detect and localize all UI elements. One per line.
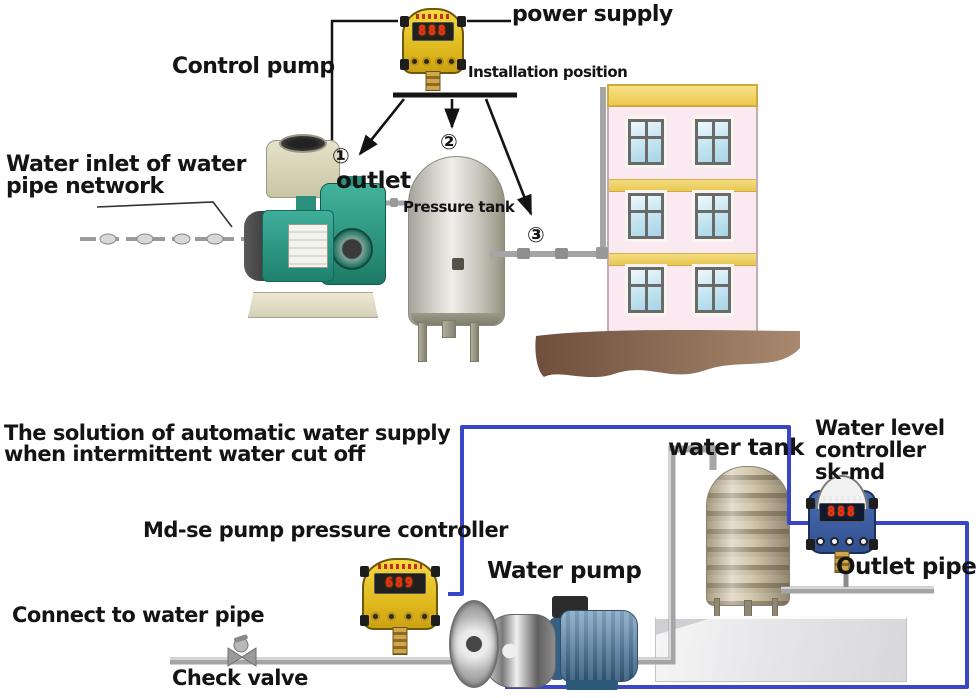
pipe-fitting bbox=[555, 248, 568, 259]
power-supply-label: power supply bbox=[512, 2, 673, 27]
check-valve bbox=[227, 634, 257, 667]
water-inlet-label-line2: pipe network bbox=[6, 174, 164, 199]
water-level-label-line1: Water level bbox=[815, 416, 945, 440]
motor-nameplate bbox=[288, 224, 328, 268]
marker-1: ① bbox=[332, 144, 350, 168]
floor-divider bbox=[609, 179, 756, 192]
pressure-tank bbox=[408, 156, 505, 326]
pipe-joint bbox=[206, 233, 224, 245]
bottom-title-line2: when intermittent water cut off bbox=[4, 442, 365, 466]
control-pump-label: Control pump bbox=[172, 54, 335, 79]
pump-base bbox=[248, 292, 378, 318]
pressure-controller-top: 888 bbox=[400, 8, 466, 92]
pipe-fitting bbox=[517, 248, 530, 259]
outlet-label: outlet bbox=[336, 168, 411, 194]
water-tank bbox=[706, 466, 790, 606]
connect-water-pipe-label: Connect to water pipe bbox=[12, 603, 265, 627]
marker-3: ③ bbox=[527, 223, 545, 247]
water-pump-label: Water pump bbox=[487, 558, 642, 584]
tank-leg bbox=[470, 322, 479, 362]
digital-display: 888 bbox=[412, 21, 454, 41]
pump-inlet-boss bbox=[331, 228, 373, 270]
display-digits: 689 bbox=[385, 575, 415, 591]
pump-motor bbox=[262, 210, 334, 282]
tank-leg bbox=[418, 322, 427, 362]
window bbox=[695, 119, 731, 165]
water-inlet-label-line1: Water inlet of water bbox=[6, 152, 246, 177]
marker-2: ② bbox=[440, 130, 458, 154]
controller-brand-strip bbox=[415, 13, 451, 19]
pointer-line bbox=[96, 201, 233, 228]
pipe-joint bbox=[99, 233, 117, 245]
check-valve-label: Check valve bbox=[172, 666, 308, 690]
tank-label-chip bbox=[452, 258, 464, 270]
floor-divider bbox=[609, 253, 756, 266]
control-pump-unit bbox=[236, 136, 396, 322]
water-pump-unit bbox=[446, 592, 638, 694]
window bbox=[628, 193, 664, 239]
brass-fitting bbox=[425, 71, 441, 92]
motor-foot bbox=[566, 680, 618, 690]
suction-flange bbox=[449, 600, 499, 688]
installation-position-label: Installation position bbox=[468, 63, 628, 81]
building bbox=[607, 84, 758, 346]
controller-buttons bbox=[371, 612, 429, 622]
water-level-label-line2: controller bbox=[815, 438, 926, 462]
tank-leg bbox=[442, 320, 456, 338]
controller-buttons bbox=[816, 537, 868, 546]
window bbox=[628, 267, 664, 313]
digital-display: 888 bbox=[818, 503, 866, 522]
water-tank-label: water tank bbox=[668, 435, 804, 461]
window bbox=[695, 193, 731, 239]
outlet-pipe-label: Outlet pipe bbox=[836, 554, 977, 580]
display-digits: 888 bbox=[418, 23, 448, 39]
window bbox=[695, 267, 731, 313]
water-level-label-line3: sk-md bbox=[815, 460, 885, 484]
md-se-pressure-controller: 689 bbox=[360, 558, 440, 656]
water-level-controller: 888 bbox=[806, 475, 878, 574]
md-se-controller-label: Md-se pump pressure controller bbox=[143, 518, 509, 542]
digital-display: 689 bbox=[374, 572, 426, 594]
controller-brand-strip bbox=[378, 564, 422, 570]
pump-motor bbox=[560, 610, 638, 682]
brass-fitting bbox=[392, 627, 408, 656]
concrete-pedestal bbox=[655, 616, 907, 682]
controller-buttons bbox=[409, 56, 457, 66]
display-digits: 888 bbox=[827, 505, 857, 521]
window bbox=[628, 119, 664, 165]
bottom-title-line1: The solution of automatic water supply bbox=[4, 421, 451, 445]
pipe-joint bbox=[173, 233, 191, 245]
pressure-tank-label: Pressure tank bbox=[403, 198, 515, 216]
pipe-joint bbox=[136, 233, 154, 245]
controller-brand-strip bbox=[822, 495, 862, 501]
building-roof bbox=[607, 84, 758, 107]
